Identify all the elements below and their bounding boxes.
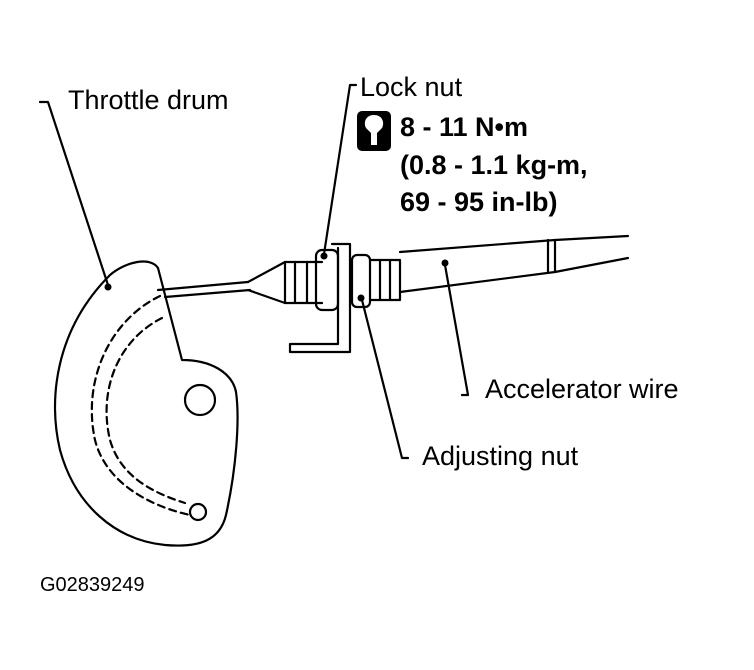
adjusting-nut-shape	[350, 253, 372, 309]
adjusting-nut-label: Adjusting nut	[422, 441, 579, 471]
inner-wire	[156, 280, 250, 292]
torque-line-2: (0.8 - 1.1 kg-m,	[400, 150, 588, 180]
cable-housing	[398, 238, 557, 294]
throttle-drum-outline	[53, 260, 239, 547]
throttle-drum-hole	[183, 383, 217, 417]
leader-lock-nut	[322, 83, 358, 256]
cable-end-cone	[246, 260, 287, 305]
torque-line-3: 69 - 95 in-lb)	[400, 187, 558, 217]
leader-throttle-drum	[38, 100, 110, 287]
throttle-drum-wire-end	[188, 502, 208, 522]
leader-adjusting-nut	[360, 298, 410, 460]
wrench-socket-icon	[357, 111, 391, 151]
throttle-drum-groove	[90, 294, 192, 517]
lock-nut-label: Lock nut	[360, 72, 463, 102]
lock-nut-shape	[314, 248, 340, 312]
throttle-drum-label: Throttle drum	[68, 85, 229, 115]
bracket	[288, 242, 352, 354]
accelerator-wire-label: Accelerator wire	[485, 374, 679, 404]
cable-sleeve	[368, 258, 402, 302]
figure-code: G02839249	[40, 574, 145, 596]
torque-line-1: 8 - 11 N•m	[400, 112, 529, 142]
leader-accelerator-wire	[443, 263, 470, 397]
throttle-drum-groove-inner	[105, 316, 187, 505]
